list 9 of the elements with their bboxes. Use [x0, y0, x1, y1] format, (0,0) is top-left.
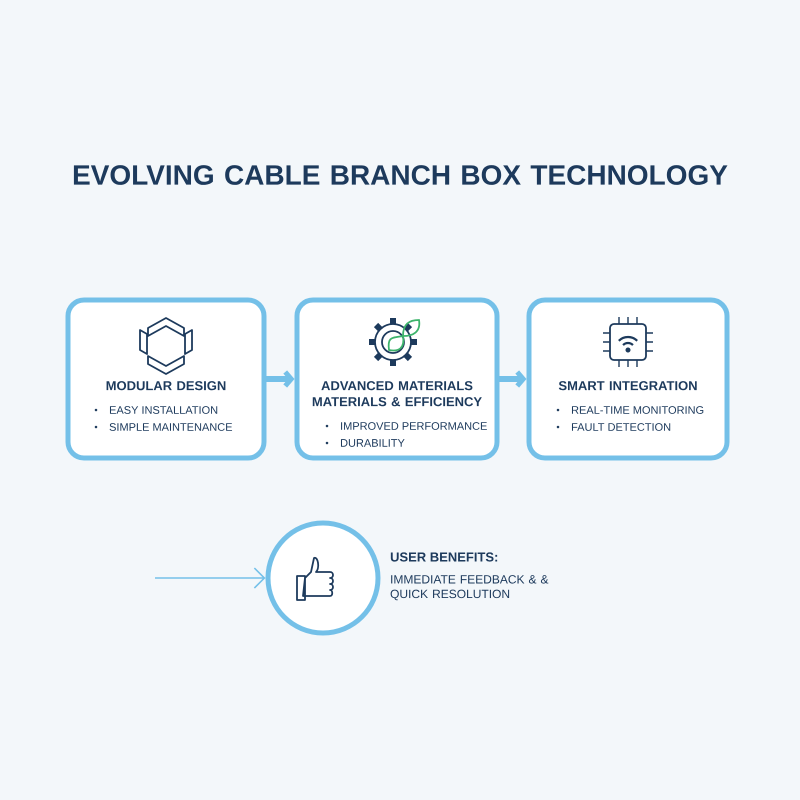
arrow [500, 370, 526, 388]
title: EVOLVING CABLE BRANCH BOX TECHNOLOGY [74, 165, 728, 185]
feature-box: ADVANCED MATERIALS MATERIALS & EFFICIENCY IMPROVED PERFORMANCE DURABILITY [294, 298, 500, 460]
arrow [155, 567, 266, 589]
feature-box: SMART INTEGRATION REAL-TIME MONITORING FAULT DETECTION [526, 298, 730, 460]
arrow [266, 370, 294, 388]
feature-box: MODULAR DESIGN EASY INSTALLATION SIMPLE MAINTENANCE [66, 298, 266, 460]
benefits-heading: USER BENEFITS: [390, 552, 498, 562]
benefits-text: IMMEDIATE FEEDBACK & & QUICK RESOLUTION [390, 575, 548, 600]
